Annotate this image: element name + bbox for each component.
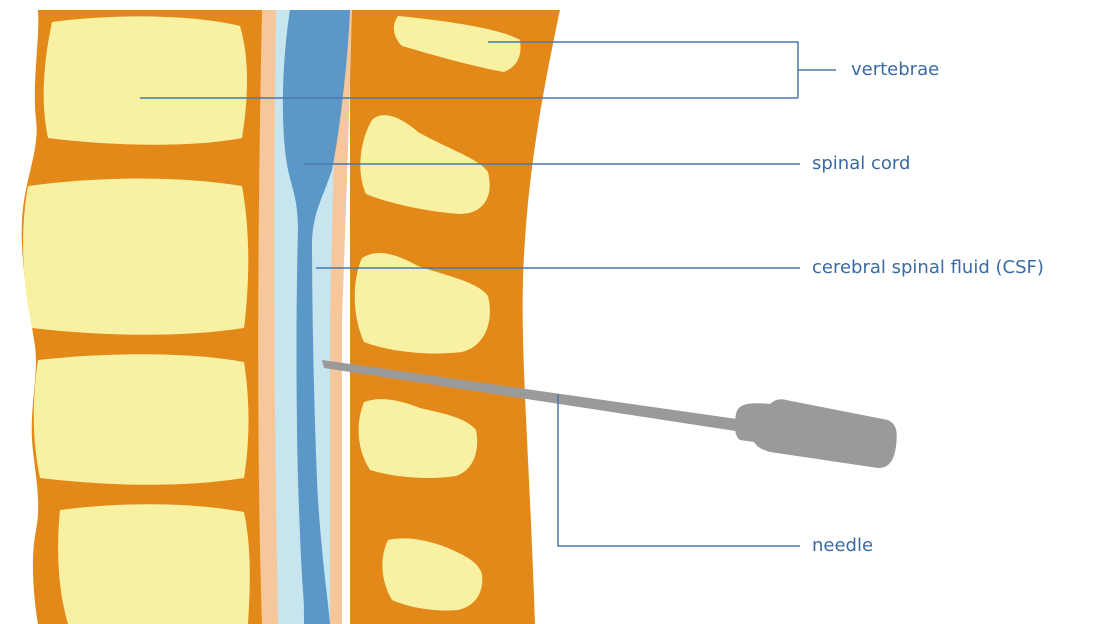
vertebral-body-3 bbox=[34, 354, 249, 485]
vertebral-body-1 bbox=[44, 16, 247, 144]
label-vertebrae: vertebrae bbox=[851, 61, 939, 79]
label-spinal-cord: spinal cord bbox=[812, 155, 910, 173]
vertebral-body-2 bbox=[23, 179, 248, 335]
vertebral-body-4 bbox=[58, 504, 250, 624]
label-needle: needle bbox=[812, 537, 873, 555]
label-csf: cerebral spinal fluid (CSF) bbox=[812, 259, 1044, 277]
filum-terminale bbox=[304, 240, 306, 624]
needle-hub bbox=[735, 399, 897, 468]
